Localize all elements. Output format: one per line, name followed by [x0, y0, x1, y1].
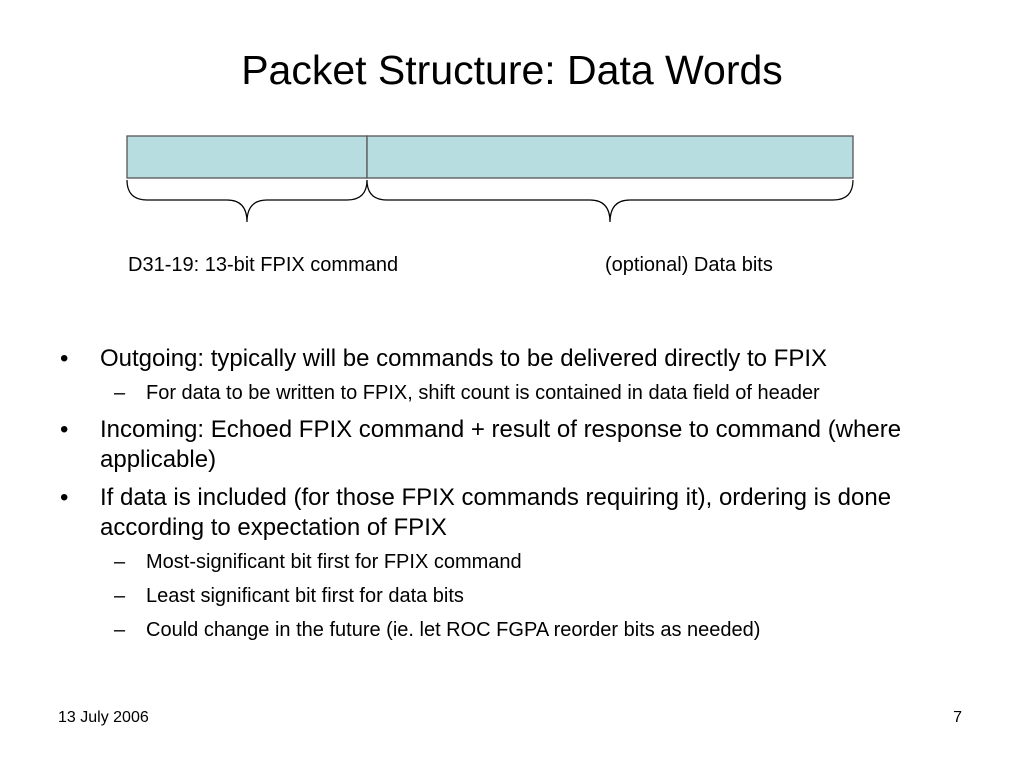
bullet-outgoing: Outgoing: typically will be commands to … [60, 344, 980, 407]
bullet-incoming: Incoming: Echoed FPIX command + result o… [60, 415, 980, 475]
data-field-brace [366, 179, 854, 223]
bullet-list: Outgoing: typically will be commands to … [60, 344, 980, 652]
sub-bullet: Could change in the future (ie. let ROC … [100, 617, 980, 644]
command-field-brace [126, 179, 368, 223]
sub-bullet-list: Most-significant bit first for FPIX comm… [100, 549, 980, 644]
sub-bullet: Most-significant bit first for FPIX comm… [100, 549, 980, 576]
data-word-diagram [126, 135, 854, 223]
bullet-text: If data is included (for those FPIX comm… [100, 484, 892, 541]
slide-title: Packet Structure: Data Words [241, 47, 783, 93]
slide-number: 7 [953, 709, 962, 726]
footer-date: 13 July 2006 [58, 709, 149, 726]
bullet-data-ordering: If data is included (for those FPIX comm… [60, 483, 980, 644]
data-field-label: (optional) Data bits [605, 254, 773, 276]
sub-bullet-list: For data to be written to FPIX, shift co… [100, 380, 980, 407]
bullet-text: Outgoing: typically will be commands to … [100, 345, 827, 372]
sub-bullet: For data to be written to FPIX, shift co… [100, 380, 980, 407]
data-field [366, 135, 854, 179]
sub-bullet: Least significant bit first for data bit… [100, 583, 980, 610]
bullet-text: Incoming: Echoed FPIX command + result o… [100, 416, 902, 473]
command-field-label: D31-19: 13-bit FPIX command [128, 254, 399, 276]
command-field [126, 135, 368, 179]
